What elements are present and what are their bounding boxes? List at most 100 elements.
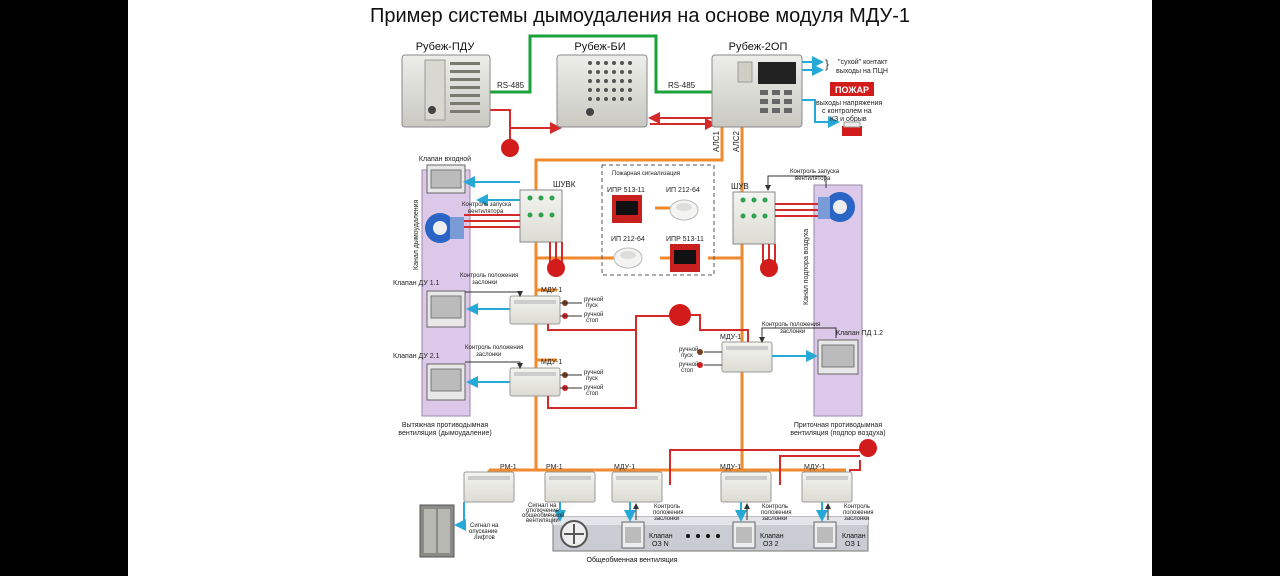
dry-contact-label-1: "сухой" контакт [838, 58, 888, 66]
power-source-mdu [669, 304, 691, 326]
device-pdu [401, 54, 491, 128]
air-channel-label: Канал подпора воздуха [803, 229, 810, 305]
valve-oz-1 [813, 521, 837, 549]
shuvk-power-lines [464, 214, 563, 266]
manual-call-point-1 [612, 195, 642, 223]
manual-stop-a-label-1: ручной [584, 311, 603, 318]
lift-label-2: опускание [469, 529, 498, 535]
valve-oz-n [621, 521, 645, 549]
smoke-detector-1 [669, 199, 699, 221]
module-bottom-mdu3 [801, 471, 853, 503]
oz-1-pos-label-3: заслонки [844, 516, 869, 522]
device-op-label: Рубеж-2ОП [729, 41, 788, 53]
ip2-label: ИП 212-64 [611, 236, 645, 243]
manual-stop-c-label-1: ручной [679, 361, 698, 368]
mdu-a-feedback [465, 291, 523, 297]
page-title: Пример системы дымоудаления на основе мо… [370, 5, 910, 27]
oz-2-pos-label-3: заслонки [762, 516, 787, 522]
rs485-lines [490, 34, 712, 94]
manual-stop-b-label-1: ручной [584, 384, 603, 391]
manual-start-c-button[interactable] [697, 349, 703, 355]
rm2-label: РМ-1 [546, 464, 563, 471]
oz-n-pos-label-3: заслонки [654, 516, 679, 522]
oz-n-pos-label-2: положения [653, 510, 684, 516]
fan-general-icon [560, 520, 588, 548]
fire-badge: ПОЖАР [830, 82, 874, 96]
manual-start-a-label-2: пуск [586, 303, 598, 309]
ellipsis-dots [686, 534, 720, 538]
module-bottom-mdu2 [720, 471, 772, 503]
manual-start-b-label-2: пуск [586, 376, 598, 382]
lift-signal [454, 502, 466, 531]
lift-label-1: Сигнал на [470, 523, 499, 529]
mdu-b-pos-label-2: заслонки [476, 352, 501, 358]
module-mdu-b [509, 367, 561, 397]
mdu-b-button-leads [560, 374, 582, 389]
voltage-label-1: выходы напряжения [816, 100, 882, 107]
ipr2-label: ИПР 513-11 [666, 236, 704, 243]
module-mdu-a [509, 295, 561, 325]
valve-oz-n-label-1: Клапан [649, 533, 673, 540]
smoke-detector-2 [613, 247, 643, 269]
valve-du11 [426, 290, 466, 328]
mdu-a-label: МДУ-1 [541, 287, 562, 294]
alarm-box [601, 164, 715, 276]
valve-du11-label: Клапан ДУ 1.1 [393, 280, 440, 287]
valve-du21 [426, 363, 466, 401]
device-bi [556, 54, 648, 128]
oz-1-pos-label-1: Контроль [844, 504, 870, 510]
shuvk-label: ШУВК [553, 180, 576, 189]
manual-stop-c-button[interactable] [697, 362, 703, 368]
general-off-label-2: отключение [526, 508, 560, 514]
bottom-mdu1-label: МДУ-1 [614, 464, 635, 471]
left-vent-label-2: вентиляция (дымоудаление) [398, 430, 491, 437]
dry-contact-label-2: выходы на ПЦН [836, 68, 888, 75]
general-off-label-3: общеобменной [522, 512, 564, 519]
oz-n-pos-label-1: Контроль [654, 504, 680, 510]
mdu-b-power [547, 330, 637, 409]
module-rm2 [544, 471, 596, 503]
device-op [711, 54, 803, 128]
general-off-label-4: вентиляции [526, 518, 559, 524]
valve-oz-1-label-2: ОЗ 1 [845, 541, 861, 548]
mdu-c-label: МДУ-1 [720, 334, 741, 341]
valve-input-label: Клапан входной [419, 155, 471, 163]
mdu-c-pos-label-1: Контроль положения [762, 322, 820, 328]
right-vent-label-1: Приточная противодымная [794, 422, 882, 429]
module-bottom-mdu1 [611, 471, 663, 503]
fan-right-icon [818, 192, 855, 222]
cabinet-shuvk [519, 189, 563, 243]
rs485-label-left: RS-485 [497, 81, 525, 90]
mdu-a-pos-label-1: Контроль положения [460, 273, 518, 279]
ipr1-label: ИПР 513-11 [607, 187, 645, 194]
als2-label: АЛС2 [732, 130, 741, 152]
mdu-b-feedback [465, 361, 523, 369]
svg-text:ПОЖАР: ПОЖАР [835, 85, 869, 95]
mdu-a-pos-label-2: заслонки [472, 280, 497, 286]
shuv-label: ШУВ [731, 182, 749, 191]
right-vent-label-2: вентиляция (подпор воздуха) [790, 430, 885, 437]
left-vent-label-1: Вытяжная противодымная [402, 422, 488, 429]
rm1-label: РМ-1 [500, 464, 517, 471]
smoke-channel-label: Канал дымоудаления [413, 200, 420, 271]
valve-oz-2 [732, 521, 756, 549]
oz-1-pos-label-2: положения [843, 510, 874, 516]
siren-icon [842, 121, 862, 136]
valve-oz-2-label-2: ОЗ 2 [763, 541, 779, 548]
fan-start-right-label-1: Контроль запуска [790, 169, 840, 175]
manual-call-point-2 [670, 244, 700, 272]
valve-oz-1-label-1: Клапан [842, 533, 866, 540]
manual-stop-c-label-2: стоп [681, 368, 693, 374]
bottom-mdu3-label: МДУ-1 [804, 464, 825, 471]
fan-right-feedback [765, 175, 827, 191]
rs485-label-right: RS-485 [668, 81, 696, 90]
device-pdu-label: Рубеж-ПДУ [416, 41, 476, 53]
manual-stop-b-label-2: стоп [586, 391, 598, 397]
power-source-shuv [760, 259, 778, 277]
fan-start-right-label-2: вентилятора [795, 176, 831, 182]
manual-start-b-label-1: ручной [584, 369, 603, 376]
bottom-mdu2-label: МДУ-1 [720, 464, 741, 471]
fan-left-icon [425, 213, 464, 243]
fan-start-label-1: Контроль запуска [462, 202, 512, 208]
